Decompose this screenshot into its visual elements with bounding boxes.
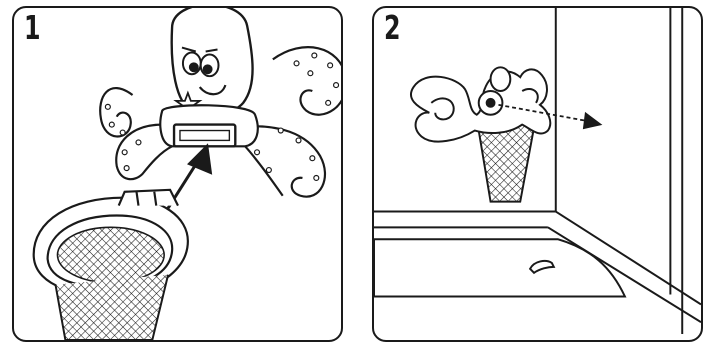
octopus-brows (181, 46, 218, 53)
step-1-illustration (32, 8, 341, 340)
tentacle-spots (104, 52, 340, 182)
step-1-panel: 1 (12, 6, 343, 342)
step-2-illustration (374, 8, 701, 335)
bathtub-outline (374, 8, 701, 335)
step-number: 1 (24, 8, 41, 47)
pull-arrow (498, 103, 603, 130)
step-number: 2 (384, 8, 401, 47)
tub-drain (528, 259, 556, 275)
basket (32, 188, 189, 340)
octopus-basket-on-wall (410, 66, 552, 203)
basket-slot (172, 123, 237, 148)
octopus-tentacles (99, 46, 341, 198)
step-2-panel: 2 (372, 6, 703, 342)
octopus-smile (198, 84, 227, 96)
octopus-eyes (181, 51, 220, 78)
insert-arrow (160, 143, 213, 219)
